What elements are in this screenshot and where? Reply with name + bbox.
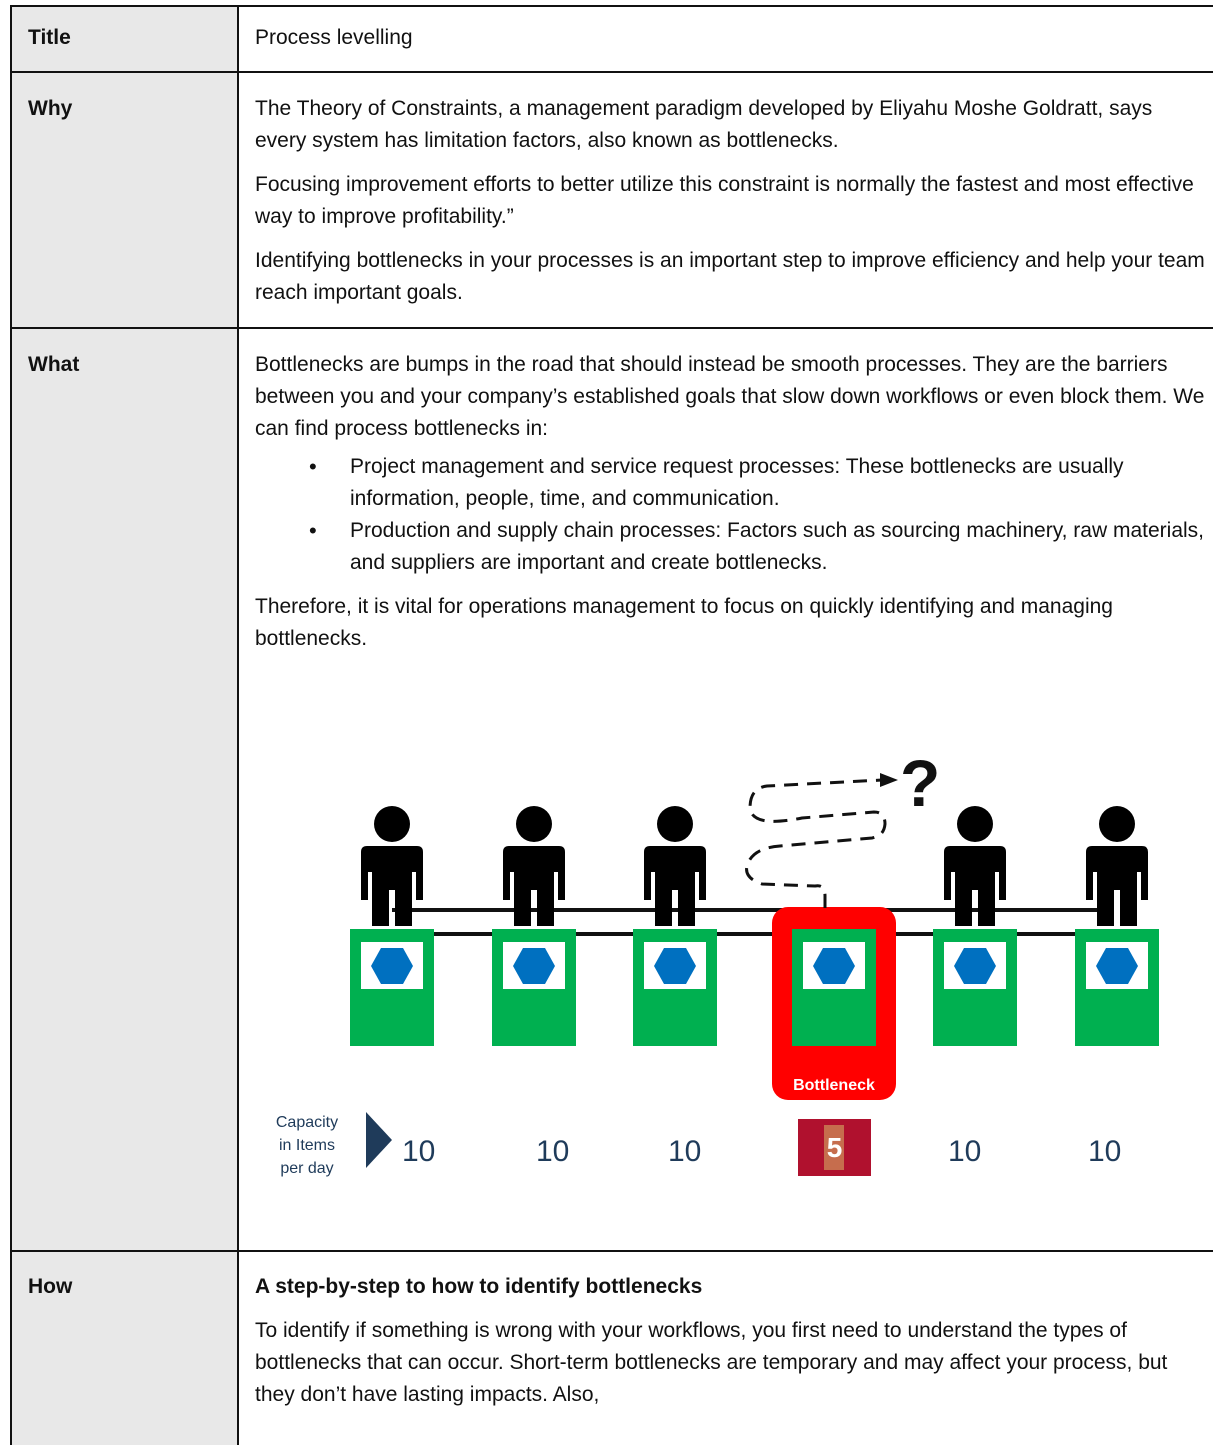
what-label: What	[28, 353, 80, 376]
label-column	[10, 5, 238, 1445]
what-intro: Bottlenecks are bumps in the road that s…	[255, 353, 1205, 440]
why-paragraph: Focusing improvement efforts to better u…	[255, 173, 1194, 228]
capacity-value: 5	[826, 1132, 843, 1163]
bottleneck-capacity-box: 5	[798, 1119, 871, 1176]
how-text: To identify if something is wrong with y…	[255, 1319, 1168, 1406]
how-heading: A step-by-step to how to identify bottle…	[255, 1275, 703, 1298]
why-paragraph: The Theory of Constraints, a management …	[255, 97, 1153, 152]
bottleneck-label: Bottleneck	[793, 1077, 875, 1094]
station-4-bottleneck	[792, 929, 876, 1046]
dashed-path	[745, 778, 887, 908]
how-content: A step-by-step to how to identify bottle…	[255, 1271, 1205, 1411]
capacity-value: 10	[402, 1135, 436, 1168]
what-content: Bottlenecks are bumps in the road that s…	[255, 349, 1205, 655]
title-value: Process levelling	[255, 26, 413, 49]
title-label: Title	[28, 26, 71, 49]
row-divider-what	[10, 1250, 1213, 1252]
row-divider-why	[10, 327, 1213, 329]
capacity-label-line: Capacity	[275, 1114, 339, 1131]
station-5	[933, 929, 1017, 1046]
bottleneck-capacity-accent	[824, 1125, 844, 1170]
why-content: The Theory of Constraints, a management …	[255, 93, 1205, 321]
why-paragraph: Identifying bottlenecks in your processe…	[255, 249, 1205, 304]
capacity-label: Capacity in Items per day	[262, 1111, 352, 1180]
capacity-label-line: in Items	[278, 1137, 335, 1154]
capacity-label-line: per day	[280, 1160, 334, 1177]
capacity-value: 10	[536, 1135, 570, 1168]
capacity-value: 10	[948, 1135, 982, 1168]
capacity-value: 10	[668, 1135, 702, 1168]
column-divider	[237, 5, 239, 1445]
table-border-top	[10, 5, 1213, 7]
arrow-head	[880, 773, 898, 787]
row-divider-title	[10, 71, 1213, 73]
how-label: How	[28, 1275, 73, 1298]
diagram-graphic: ?	[350, 756, 1159, 1168]
question-mark: ?	[900, 756, 940, 820]
station-6	[1075, 929, 1159, 1046]
bottleneck-diagram: ? Bottleneck Capacity	[262, 756, 1182, 1177]
what-bullet-list: Project management and service request p…	[255, 451, 1205, 579]
station-1	[350, 929, 434, 1046]
list-item: Production and supply chain processes: F…	[255, 515, 1205, 579]
table-border-left	[10, 5, 12, 1445]
chevron-right-icon	[366, 1112, 392, 1168]
why-label: Why	[28, 97, 73, 120]
station-3	[633, 929, 717, 1046]
capacity-value: 10	[1088, 1135, 1122, 1168]
what-outro: Therefore, it is vital for operations ma…	[255, 595, 1113, 650]
station-2	[492, 929, 576, 1046]
list-item: Project management and service request p…	[255, 451, 1205, 515]
info-table: Title Process levelling Why The Theory o…	[10, 5, 1213, 1445]
